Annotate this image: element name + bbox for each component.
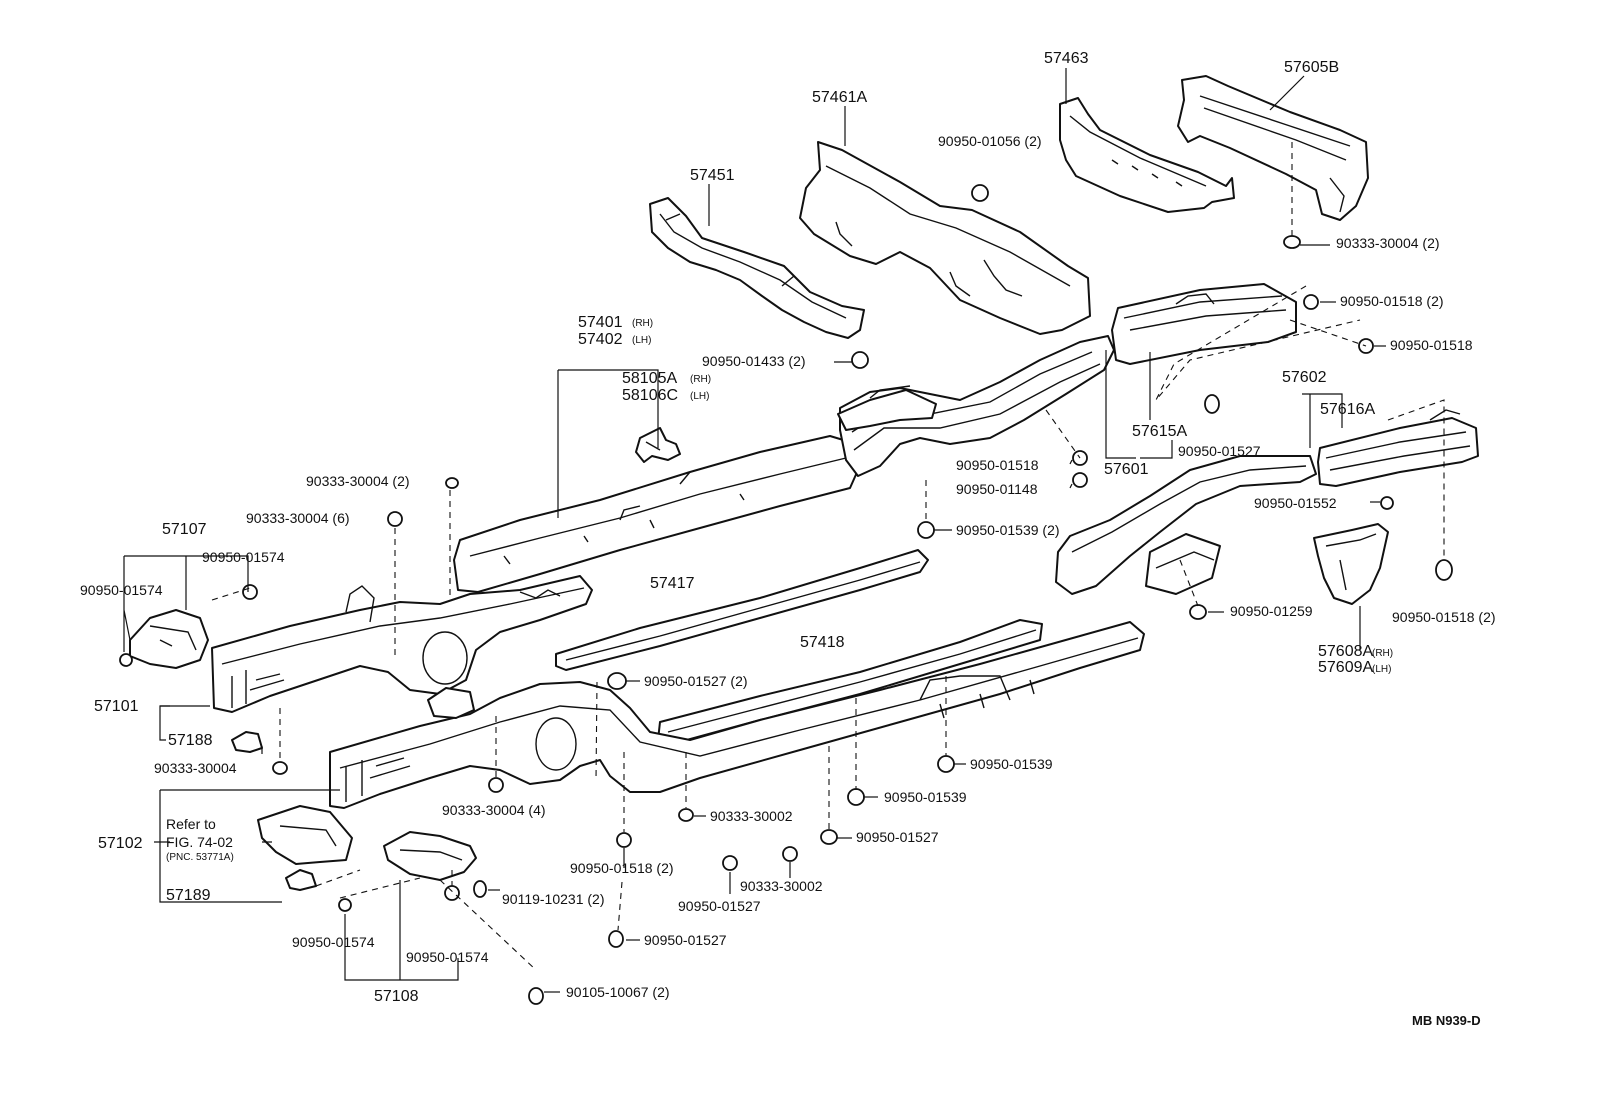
label-57402-side: (LH) <box>632 335 651 346</box>
label-90950-01527-right: 90950-01527 <box>1178 443 1261 459</box>
label-58105A-side: (RH) <box>690 374 711 385</box>
label-57608A: 57608A <box>1318 643 1373 660</box>
part-57189 <box>285 869 317 891</box>
part-57101 <box>211 575 593 713</box>
label-90950-01574-c: 90950-01574 <box>292 934 375 950</box>
label-90333-30004-4: 90333-30004 (4) <box>442 802 546 818</box>
label-90950-01056: 90950-01056 (2) <box>938 133 1042 149</box>
label-57101: 57101 <box>94 698 139 715</box>
part-57451 <box>649 197 865 339</box>
label-90333-30004-left-low: 90333-30004 <box>154 760 237 776</box>
part-labels: 57463 57605B 57461A 90950-01056 (2) 5745… <box>80 50 1496 1028</box>
label-90333-30002-a: 90333-30002 <box>710 808 793 824</box>
label-57402: 57402 <box>578 331 623 348</box>
label-90950-01148: 90950-01148 <box>956 481 1038 497</box>
part-57417 <box>555 549 929 671</box>
label-57451: 57451 <box>690 167 735 184</box>
label-57461A: 57461A <box>812 89 867 106</box>
part-57108 <box>383 831 477 881</box>
label-57605B: 57605B <box>1284 59 1339 76</box>
label-90950-01527-e: 90950-01527 <box>644 932 727 948</box>
label-57463: 57463 <box>1044 50 1089 67</box>
label-90950-01539-2: 90950-01539 (2) <box>956 522 1060 538</box>
fasteners <box>119 184 1453 1005</box>
label-90105-10067: 90105-10067 (2) <box>566 984 670 1000</box>
label-57602: 57602 <box>1282 369 1327 386</box>
label-90119-10231: 90119-10231 (2) <box>502 891 604 907</box>
label-57102: 57102 <box>98 835 143 852</box>
label-57188: 57188 <box>168 732 213 749</box>
label-57417: 57417 <box>650 575 695 592</box>
refer-line-2: FIG. 74-02 <box>166 834 233 850</box>
label-90950-01518-2-right: 90950-01518 (2) <box>1392 609 1496 625</box>
drawing-code: MB N939-D <box>1412 1013 1481 1028</box>
label-57401: 57401 <box>578 314 623 331</box>
part-57461A <box>799 141 1091 335</box>
label-90950-01518-2-top: 90950-01518 (2) <box>1340 293 1444 309</box>
label-90950-01527-c: 90950-01527 <box>856 829 939 845</box>
part-57616A <box>1317 409 1479 487</box>
label-90950-01527-2: 90950-01527 (2) <box>644 673 748 689</box>
label-90333-30004-top-right: 90333-30004 (2) <box>1336 235 1440 251</box>
label-57189: 57189 <box>166 887 211 904</box>
label-57108: 57108 <box>374 988 419 1005</box>
label-90333-30004-6: 90333-30004 (6) <box>246 510 350 526</box>
label-57615A: 57615A <box>1132 423 1187 440</box>
label-57608A-side: (RH) <box>1372 648 1393 659</box>
label-90950-01433: 90950-01433 (2) <box>702 353 806 369</box>
label-90950-01539-a: 90950-01539 <box>970 756 1053 772</box>
label-90950-01574-b: 90950-01574 <box>80 582 163 598</box>
label-57609A-side: (LH) <box>1372 664 1391 675</box>
label-58106C-side: (LH) <box>690 391 709 402</box>
part-57401 <box>453 435 859 593</box>
label-90950-01527-d: 90950-01527 <box>678 898 761 914</box>
label-57616A: 57616A <box>1320 401 1375 418</box>
label-90333-30004-2-left: 90333-30004 (2) <box>306 473 410 489</box>
part-57608A <box>1313 523 1389 605</box>
part-57463 <box>1059 97 1235 213</box>
label-90950-01518-2-bottom: 90950-01518 (2) <box>570 860 674 876</box>
label-57401-side: (RH) <box>632 318 653 329</box>
label-90950-01552: 90950-01552 <box>1254 495 1337 511</box>
label-90333-30002-b: 90333-30002 <box>740 878 823 894</box>
label-90950-01518-mid: 90950-01518 <box>956 457 1039 473</box>
refer-line-1: Refer to <box>166 816 216 832</box>
part-57188 <box>231 731 263 753</box>
label-57601: 57601 <box>1104 461 1149 478</box>
label-90950-01574-a: 90950-01574 <box>202 549 285 565</box>
part-57102 <box>329 621 1145 809</box>
refer-line-3: (PNC. 53771A) <box>166 852 234 863</box>
part-57605B <box>1177 75 1369 221</box>
part-57615A <box>1111 283 1297 365</box>
label-57609A: 57609A <box>1318 659 1373 676</box>
label-57418: 57418 <box>800 634 845 651</box>
part-fig-74-02 <box>257 805 353 865</box>
label-58106C: 58106C <box>622 387 678 404</box>
leader-lines <box>123 68 1445 993</box>
label-90950-01574-d: 90950-01574 <box>406 949 489 965</box>
label-90950-01539-b: 90950-01539 <box>884 789 967 805</box>
label-58105A: 58105A <box>622 370 677 387</box>
part-57602 <box>1055 455 1317 595</box>
label-90950-01518-top: 90950-01518 <box>1390 337 1473 353</box>
label-57107: 57107 <box>162 521 207 538</box>
label-90950-01259: 90950-01259 <box>1230 603 1313 619</box>
part-57601 <box>837 335 1115 477</box>
part-57107 <box>129 609 209 669</box>
